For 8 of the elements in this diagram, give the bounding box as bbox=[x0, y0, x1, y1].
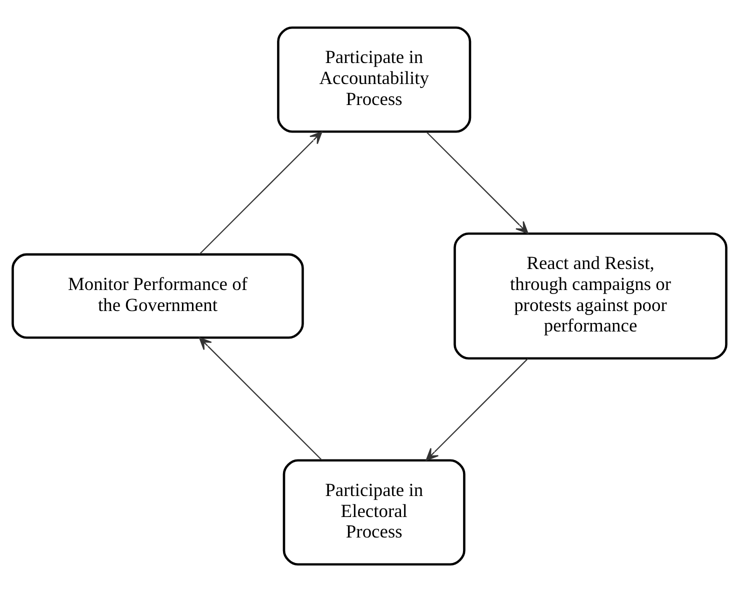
arrow bbox=[198, 337, 322, 460]
node-box: Participate in Accountability Process bbox=[277, 26, 472, 133]
arrow bbox=[426, 358, 528, 461]
arrow bbox=[199, 131, 322, 255]
node-box: Monitor Performance of the Government bbox=[12, 253, 304, 339]
node-box: Participate in Electoral Process bbox=[282, 459, 466, 566]
arrow bbox=[426, 132, 528, 234]
node-box: React and Resist, through campaigns or protests against poor performance bbox=[454, 232, 728, 360]
